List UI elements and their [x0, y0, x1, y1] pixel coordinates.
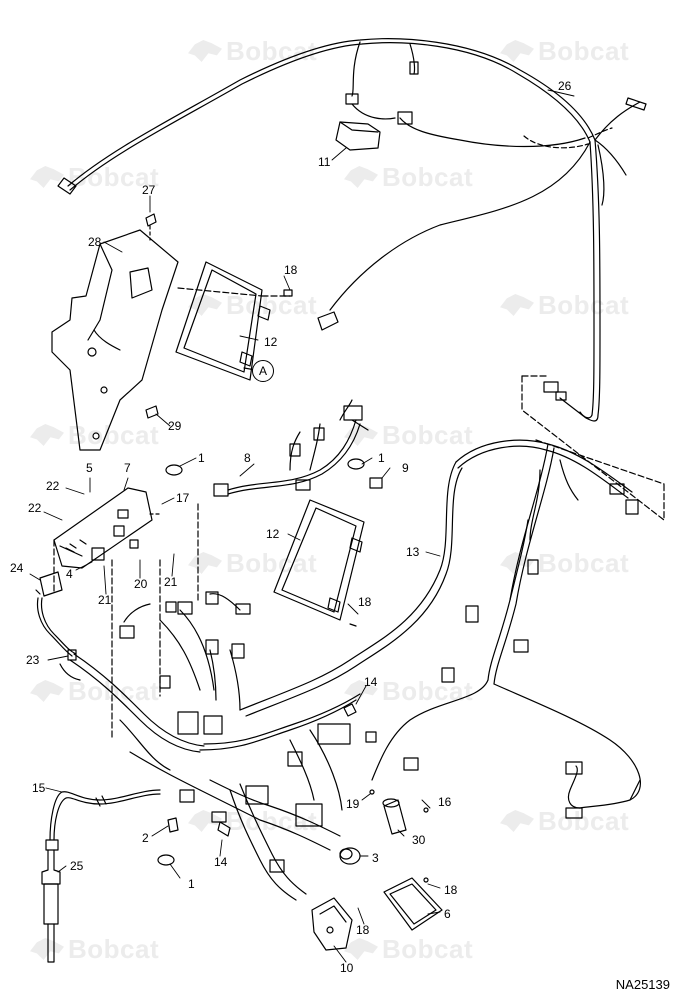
relay-24	[35, 571, 77, 661]
callout-1: 1	[198, 451, 205, 465]
control-module-12-lower	[273, 499, 365, 627]
callout-18: 18	[284, 263, 298, 277]
bracket-10	[311, 897, 353, 951]
clamp-1a	[165, 464, 183, 476]
callout-24: 24	[10, 561, 24, 575]
callout-9: 9	[402, 461, 409, 475]
callout-18: 18	[356, 923, 370, 937]
lower-harness-cluster	[59, 591, 377, 901]
clamp-1c	[157, 854, 175, 866]
callout-6: 6	[444, 907, 451, 921]
callout-27: 27	[142, 183, 156, 197]
callout-18: 18	[358, 595, 372, 609]
callout-22: 22	[46, 479, 60, 493]
watermark: Bobcat	[500, 548, 629, 579]
watermark: Bobcat	[344, 676, 473, 707]
watermark: Bobcat	[30, 934, 159, 965]
callout-16: 16	[438, 795, 452, 809]
callout-12: 12	[266, 527, 280, 541]
callout-14: 14	[364, 675, 378, 689]
mounting-plate-7	[53, 487, 161, 569]
leader-lines	[29, 89, 575, 963]
cab-harness-26	[57, 38, 647, 422]
watermark: Bobcat	[500, 290, 629, 321]
callout-8: 8	[244, 451, 251, 465]
grommet-3	[339, 847, 361, 865]
watermark: Bobcat	[30, 162, 159, 193]
callout-21: 21	[164, 575, 178, 589]
connector-pair-26	[543, 381, 639, 515]
callout-13: 13	[406, 545, 420, 559]
watermark: Bobcat	[188, 806, 317, 837]
sensor-15-25	[41, 789, 161, 963]
callout-15: 15	[32, 781, 46, 795]
clamp-14	[217, 821, 231, 837]
bracket-28	[51, 213, 179, 451]
watermark: Bobcat	[188, 548, 317, 579]
screw-27	[145, 213, 157, 227]
bracket-9	[369, 477, 383, 489]
detail-callout-a: A	[252, 360, 274, 382]
watermark: Bobcat	[500, 806, 629, 837]
callout-3: 3	[372, 851, 379, 865]
watermark: Bobcat	[344, 162, 473, 193]
clamp-14-upper	[343, 703, 357, 717]
callout-4: 4	[66, 567, 73, 581]
main-harness-13	[239, 439, 641, 819]
callout-10: 10	[340, 961, 354, 975]
callout-5: 5	[86, 461, 93, 475]
callout-18: 18	[444, 883, 458, 897]
callout-22: 22	[28, 501, 42, 515]
clamp-2	[167, 817, 179, 833]
callout-11: 11	[318, 155, 331, 169]
drawing-code: NA25139	[615, 977, 670, 992]
callout-25: 25	[70, 859, 84, 873]
clamp-1b	[347, 458, 365, 470]
callout-23: 23	[26, 653, 40, 667]
control-module-12-upper	[175, 261, 293, 381]
callout-30: 30	[412, 833, 426, 847]
callout-28: 28	[88, 235, 102, 249]
watermark: Bobcat	[188, 36, 317, 67]
watermark: Bobcat	[30, 676, 159, 707]
callout-21: 21	[98, 593, 112, 607]
callout-19: 19	[346, 797, 360, 811]
callout-1: 1	[378, 451, 385, 465]
callout-2: 2	[142, 831, 149, 845]
watermark: Bobcat	[188, 290, 317, 321]
callout-26: 26	[558, 79, 572, 93]
callout-29: 29	[168, 419, 182, 433]
harness-8	[213, 399, 369, 497]
callout-1: 1	[188, 877, 195, 891]
watermark: Bobcat	[30, 420, 159, 451]
switch-30	[369, 789, 429, 835]
module-6	[383, 877, 443, 931]
callout-12: 12	[264, 335, 278, 349]
callout-7: 7	[124, 461, 131, 475]
watermark: Bobcat	[500, 36, 629, 67]
callout-17: 17	[176, 491, 190, 505]
callout-14: 14	[214, 855, 228, 869]
screw-29	[145, 405, 159, 419]
watermark: Bobcat	[344, 934, 473, 965]
callout-20: 20	[134, 577, 148, 591]
